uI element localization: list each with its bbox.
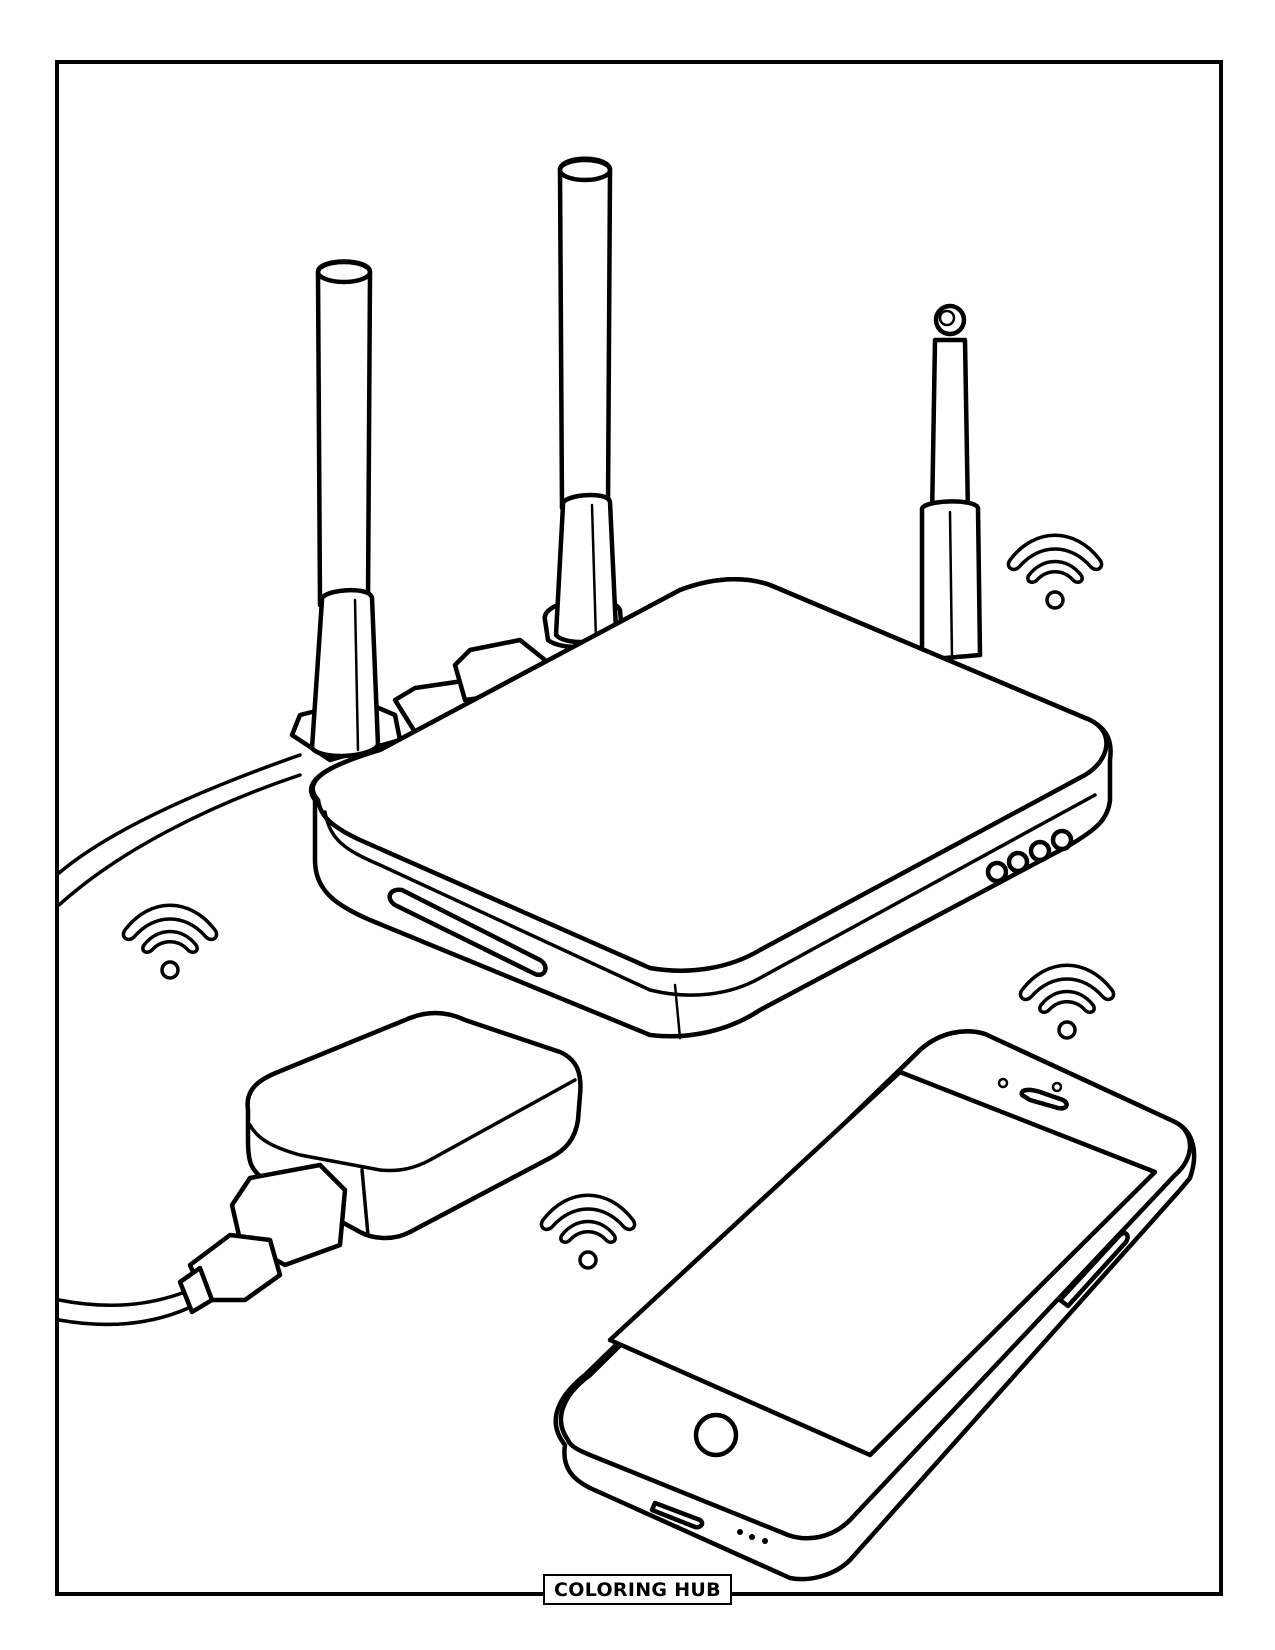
router-indicator-lights (985, 828, 1074, 884)
phone-screen (607, 1069, 1158, 1458)
wifi-icon-right (1018, 963, 1116, 1040)
wifi-icon-left (121, 903, 219, 980)
phone-camera (997, 1077, 1009, 1089)
phone-charging-port (649, 1500, 705, 1530)
router-antenna-right (919, 303, 983, 663)
wifi-router (308, 577, 1113, 1040)
phone-home-button (693, 1412, 739, 1458)
wifi-icon-top-right (1006, 533, 1104, 610)
phone-side-button (1057, 1230, 1130, 1309)
phone-speaker-dot (737, 1529, 743, 1535)
router-antenna-left (289, 259, 403, 763)
phone-earpiece (1019, 1087, 1069, 1111)
wifi-icon-center (539, 1193, 637, 1270)
cable (57, 753, 302, 1327)
smartphone (553, 1029, 1197, 1582)
brand-label: COLORING HUB (554, 1578, 721, 1601)
brand-badge: COLORING HUB (543, 1574, 732, 1605)
usb-adapter (177, 1010, 583, 1315)
router-antenna-center (542, 156, 625, 650)
